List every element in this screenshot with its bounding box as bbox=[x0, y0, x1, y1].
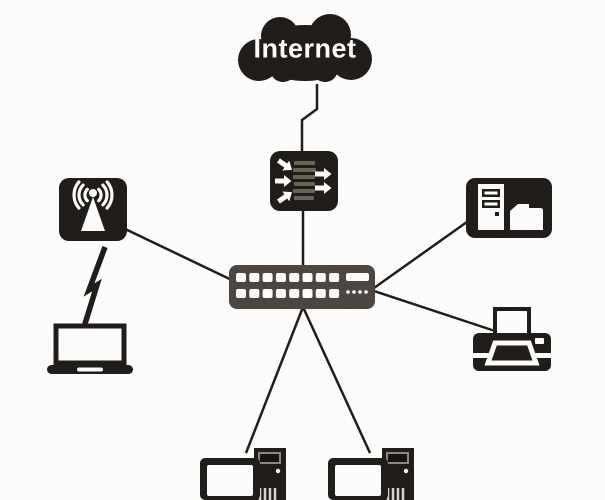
router-icon bbox=[270, 151, 338, 211]
internet-label: Internet bbox=[253, 33, 357, 64]
link-switch-workstation-1 bbox=[244, 306, 305, 454]
desktop-computer-icon bbox=[328, 448, 414, 500]
switch-icon bbox=[229, 265, 375, 309]
printer-tray bbox=[484, 340, 540, 366]
printer-button bbox=[535, 338, 544, 344]
file-server-node bbox=[465, 177, 553, 239]
wireless-link-bolt-icon bbox=[81, 246, 108, 328]
link-switch-wireless-ap bbox=[120, 225, 239, 285]
printer-paper bbox=[493, 307, 531, 337]
laptop-icon bbox=[47, 323, 133, 374]
printer-icon bbox=[473, 307, 551, 371]
workstation-2-node bbox=[326, 446, 420, 500]
desktop-computer-icon bbox=[200, 448, 286, 500]
link-switch-workstation-2 bbox=[301, 306, 372, 454]
server-folder-icon bbox=[466, 178, 552, 238]
laptop-node bbox=[46, 323, 134, 375]
internet-cloud-node: Internet bbox=[233, 13, 377, 89]
wireless-antenna-icon bbox=[59, 178, 127, 241]
printer-node bbox=[472, 306, 552, 372]
router-node bbox=[269, 150, 339, 212]
link-internet-router bbox=[300, 84, 319, 152]
wireless-access-point-node bbox=[58, 177, 128, 242]
switch-uplink-slot bbox=[346, 273, 369, 281]
workstation-1-node bbox=[198, 446, 292, 500]
switch-node bbox=[228, 264, 376, 310]
